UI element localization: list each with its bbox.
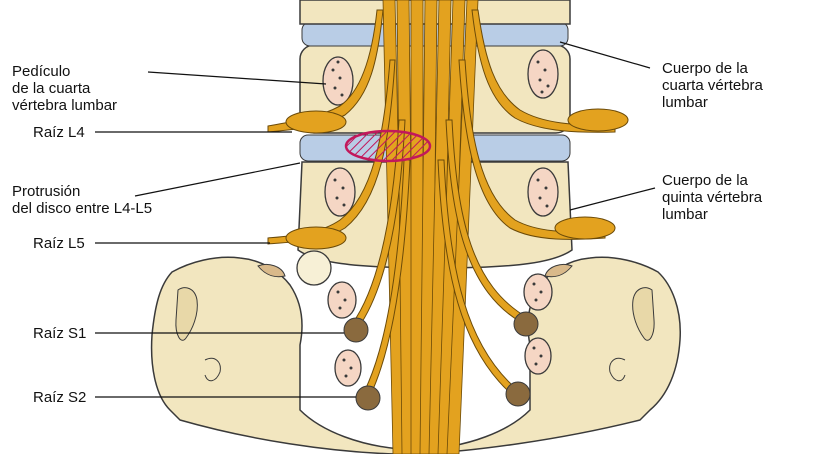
label-protrusion-line2: del disco entre L4-L5	[12, 200, 152, 217]
label-cuerpo-quinta-line1: Cuerpo de la	[662, 172, 762, 189]
label-raiz-l4: Raíz L4	[33, 124, 85, 141]
label-pediculo-line3: vértebra lumbar	[12, 97, 117, 114]
label-raiz-s1: Raíz S1	[33, 325, 86, 342]
label-raiz-l5: Raíz L5	[33, 235, 85, 252]
label-protrusion: Protrusión del disco entre L4-L5	[12, 183, 152, 217]
label-pediculo: Pedículo de la cuarta vértebra lumbar	[12, 63, 117, 114]
label-pediculo-line1: Pedículo	[12, 63, 117, 80]
label-protrusion-line1: Protrusión	[12, 183, 152, 200]
label-cuerpo-cuarta: Cuerpo de la cuarta vértebra lumbar	[662, 60, 763, 111]
label-raiz-s2: Raíz S2	[33, 389, 86, 406]
label-cuerpo-quinta-line3: lumbar	[662, 206, 762, 223]
label-cuerpo-quinta-line2: quinta vértebra	[662, 189, 762, 206]
label-pediculo-line2: de la cuarta	[12, 80, 117, 97]
label-cuerpo-cuarta-line1: Cuerpo de la	[662, 60, 763, 77]
label-cuerpo-cuarta-line3: lumbar	[662, 94, 763, 111]
label-cuerpo-quinta: Cuerpo de la quinta vértebra lumbar	[662, 172, 762, 223]
disc-herniation	[346, 131, 430, 161]
label-cuerpo-cuarta-line2: cuarta vértebra	[662, 77, 763, 94]
